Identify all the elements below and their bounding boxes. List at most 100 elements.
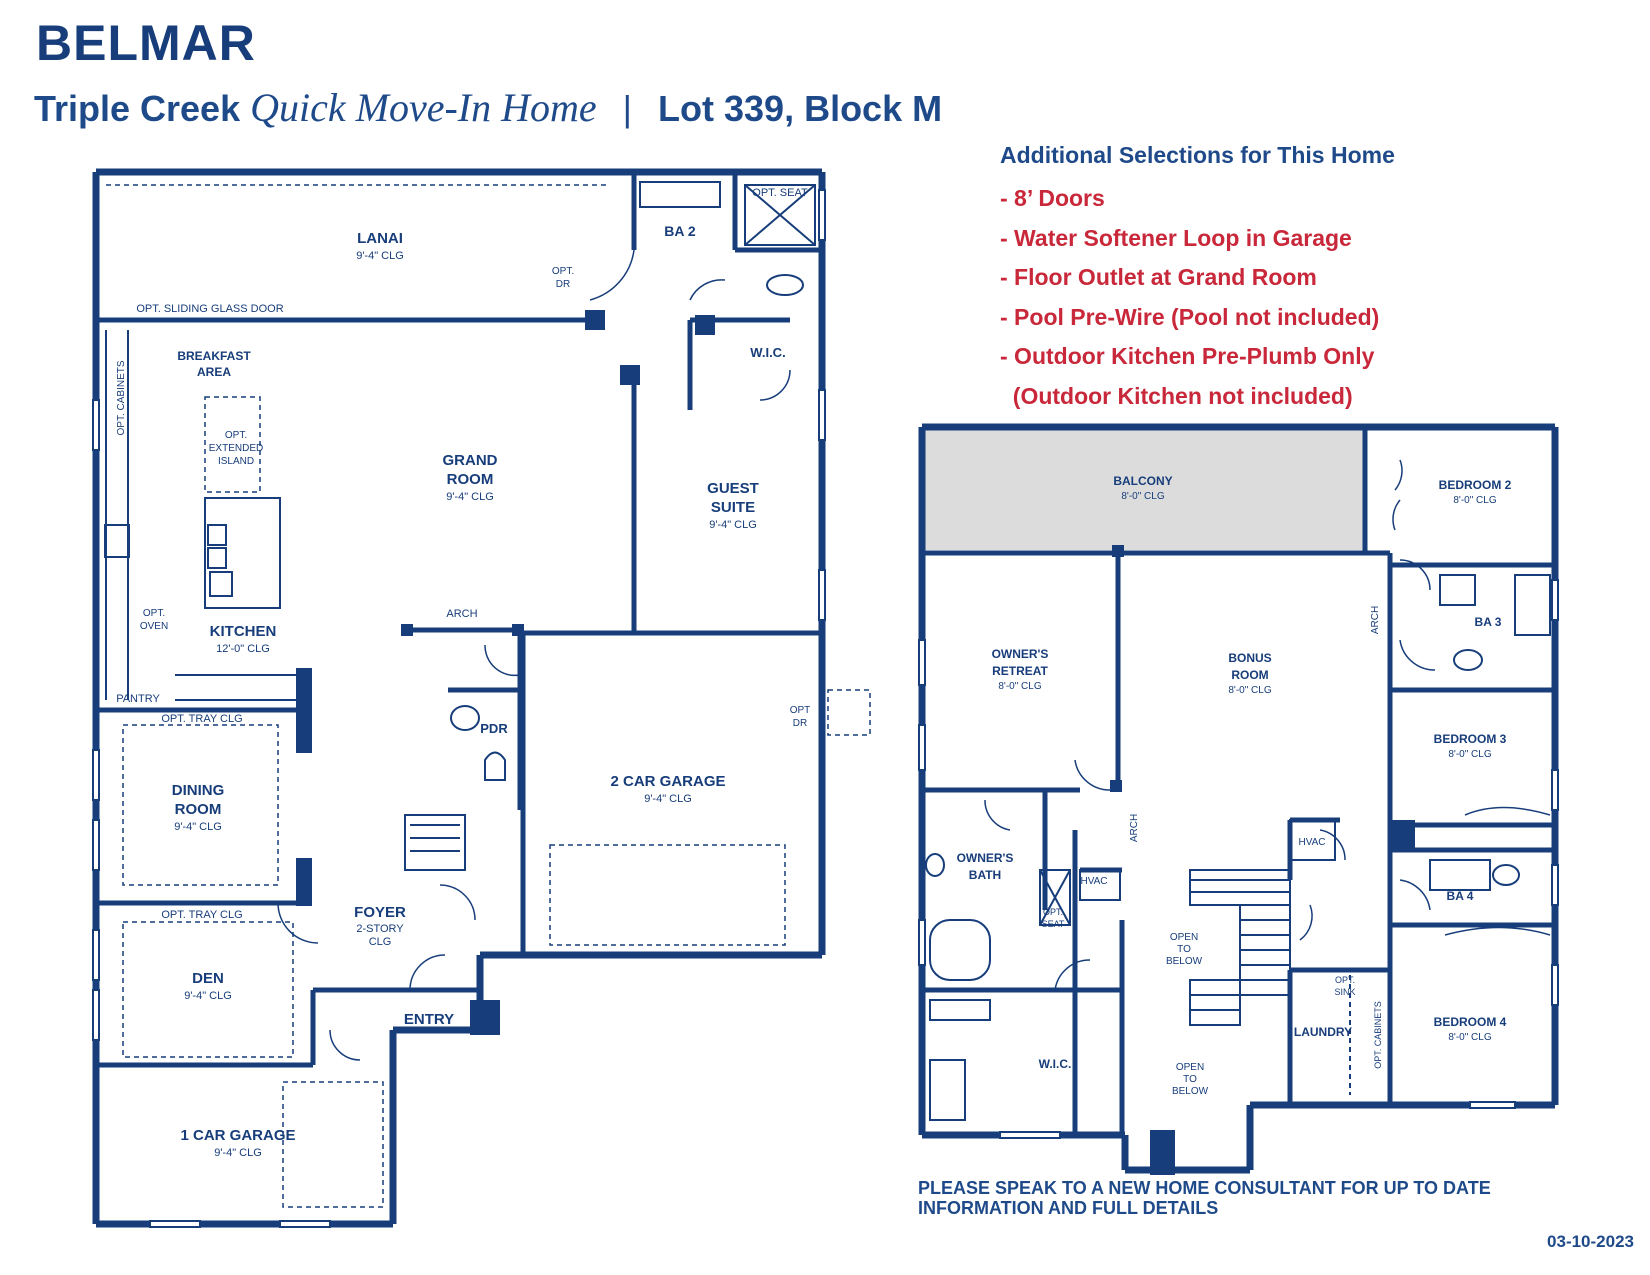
den-ceiling: 9'-4" CLG	[184, 990, 232, 1002]
entry-label: ENTRY	[404, 1011, 454, 1028]
opt-dr-label-2: DR	[556, 279, 570, 290]
den-label: DEN	[192, 970, 224, 987]
opt-seat-2-label: OPT.	[1043, 907, 1063, 917]
opt-seat-label: OPT. SEAT	[752, 187, 808, 199]
opt-tray-clg-label-2: OPT. TRAY CLG	[161, 909, 242, 921]
opt-oven-label-2: OVEN	[140, 621, 168, 632]
grand-room-label-2: ROOM	[447, 471, 494, 488]
selection-item: (Outdoor Kitchen not included)	[1000, 382, 1353, 409]
bedroom-4-label: BEDROOM 4	[1434, 1015, 1507, 1029]
kitchen-ceiling: 12'-0" CLG	[216, 643, 270, 655]
arch-label: ARCH	[446, 608, 477, 620]
plan-date: 03-10-2023	[1547, 1232, 1634, 1251]
selection-item: - Outdoor Kitchen Pre-Plumb Only	[1000, 343, 1375, 369]
guest-suite-label-2: SUITE	[711, 499, 755, 516]
ba2-label: BA 2	[664, 223, 696, 239]
foyer-ceiling-2: CLG	[369, 936, 392, 948]
guest-suite-ceiling: 9'-4" CLG	[709, 519, 757, 531]
lanai-label: LANAI	[357, 230, 403, 247]
breakfast-label: BREAKFAST	[177, 349, 251, 363]
owners-retreat-label-2: RETREAT	[992, 664, 1048, 678]
open-below-1-label: OPEN	[1170, 932, 1198, 943]
opt-dr-garage-label: OPT	[790, 705, 811, 716]
dining-room-ceiling: 9'-4" CLG	[174, 821, 222, 833]
balcony-ceiling: 8'-0" CLG	[1121, 491, 1164, 502]
two-car-garage-ceiling: 9'-4" CLG	[644, 793, 692, 805]
ba4-label: BA 4	[1447, 889, 1474, 903]
selection-item: - Water Softener Loop in Garage	[1000, 224, 1352, 251]
bedroom-2-label: BEDROOM 2	[1439, 478, 1512, 492]
grand-room-label: GRAND	[443, 452, 498, 469]
first-floor-labels: LANAI 9'-4" CLG BA 2 OPT. SEAT OPT. DR W…	[116, 187, 810, 1159]
plan-title: BELMAR	[36, 15, 256, 71]
first-floor-plan	[92, 168, 871, 1228]
subtitle-separator: |	[622, 88, 633, 129]
bonus-room-label-2: ROOM	[1231, 668, 1268, 682]
opt-oven-label: OPT.	[143, 608, 165, 619]
selections-heading: Additional Selections for This Home	[1000, 142, 1395, 168]
open-below-1-label-3: BELOW	[1166, 956, 1203, 967]
opt-sliding-door-label: OPT. SLIDING GLASS DOOR	[136, 303, 283, 315]
plan-subtitle: Triple Creek Quick Move-In Home | Lot 33…	[34, 84, 942, 131]
dining-room-label: DINING	[172, 782, 225, 799]
opt-dr-garage-label-2: DR	[793, 718, 807, 729]
opt-island-label: OPT.	[225, 430, 247, 441]
lanai-ceiling: 9'-4" CLG	[356, 250, 404, 262]
bedroom-3-label: BEDROOM 3	[1434, 732, 1507, 746]
laundry-label: LAUNDRY	[1294, 1025, 1352, 1039]
dining-room-label-2: ROOM	[175, 801, 222, 818]
opt-seat-2-label-2: SEAT	[1042, 919, 1065, 929]
bedroom-3-ceiling: 8'-0" CLG	[1448, 749, 1491, 760]
two-car-garage-label: 2 CAR GARAGE	[610, 773, 725, 790]
lot-info: Lot 339, Block M	[658, 88, 943, 129]
opt-island-label-2: EXTENDED	[209, 443, 263, 454]
second-floor-labels: BALCONY 8'-0" CLG BEDROOM 2 8'-0" CLG BA…	[957, 474, 1512, 1097]
opt-island-label-3: ISLAND	[218, 456, 254, 467]
bedroom-2-ceiling: 8'-0" CLG	[1453, 495, 1496, 506]
selection-item: - Floor Outlet at Grand Room	[1000, 264, 1317, 290]
owners-retreat-label: OWNER'S	[992, 647, 1049, 661]
bonus-room-label: BONUS	[1228, 651, 1271, 665]
opt-tray-clg-label: OPT. TRAY CLG	[161, 713, 242, 725]
arch-right-label: ARCH	[1370, 606, 1381, 634]
community-name: Triple Creek	[34, 88, 241, 129]
arch-mid-label: ARCH	[1129, 814, 1140, 842]
owners-bath-label-2: BATH	[969, 868, 1001, 882]
ba3-label: BA 3	[1475, 615, 1502, 629]
disclaimer-line-1: PLEASE SPEAK TO A NEW HOME CONSULTANT FO…	[918, 1178, 1491, 1198]
breakfast-label-2: AREA	[197, 365, 231, 379]
open-below-2-label-3: BELOW	[1172, 1086, 1209, 1097]
pdr-label: PDR	[480, 721, 508, 736]
guest-suite-label: GUEST	[707, 480, 759, 497]
second-floor-plan	[918, 423, 1559, 1175]
pantry-label: PANTRY	[116, 693, 160, 705]
home-type: Quick Move-In Home	[250, 85, 597, 130]
open-below-1-label-2: TO	[1177, 944, 1191, 955]
disclaimer-line-2: INFORMATION AND FULL DETAILS	[918, 1198, 1219, 1218]
disclaimer: PLEASE SPEAK TO A NEW HOME CONSULTANT FO…	[918, 1178, 1558, 1218]
opt-cabinets-2-label: OPT. CABINETS	[1373, 1001, 1383, 1069]
wic-2-label: W.I.C.	[1039, 1057, 1072, 1071]
foyer-label: FOYER	[354, 904, 406, 921]
one-car-garage-label: 1 CAR GARAGE	[180, 1127, 295, 1144]
selection-item: - Pool Pre-Wire (Pool not included)	[1000, 303, 1380, 330]
opt-sink-label-2: SINK	[1334, 987, 1355, 997]
balcony-label: BALCONY	[1113, 474, 1172, 488]
hvac-label-2: HVAC	[1298, 837, 1325, 848]
owners-retreat-ceiling: 8'-0" CLG	[998, 681, 1041, 692]
selection-item: - 8’ Doors	[1000, 185, 1105, 211]
bedroom-4-ceiling: 8'-0" CLG	[1448, 1032, 1491, 1043]
owners-bath-label: OWNER'S	[957, 851, 1014, 865]
foyer-ceiling: 2-STORY	[356, 923, 404, 935]
open-below-2-label: OPEN	[1176, 1062, 1204, 1073]
opt-dr-label: OPT.	[552, 266, 574, 277]
open-below-2-label-2: TO	[1183, 1074, 1197, 1085]
one-car-garage-ceiling: 9'-4" CLG	[214, 1147, 262, 1159]
wic-label: W.I.C.	[750, 345, 785, 360]
kitchen-label: KITCHEN	[210, 623, 277, 640]
opt-cabinets-label: OPT. CABINETS	[116, 360, 127, 435]
additional-selections: Additional Selections for This Home - 8’…	[1000, 142, 1620, 416]
bonus-room-ceiling: 8'-0" CLG	[1228, 685, 1271, 696]
grand-room-ceiling: 9'-4" CLG	[446, 491, 494, 503]
